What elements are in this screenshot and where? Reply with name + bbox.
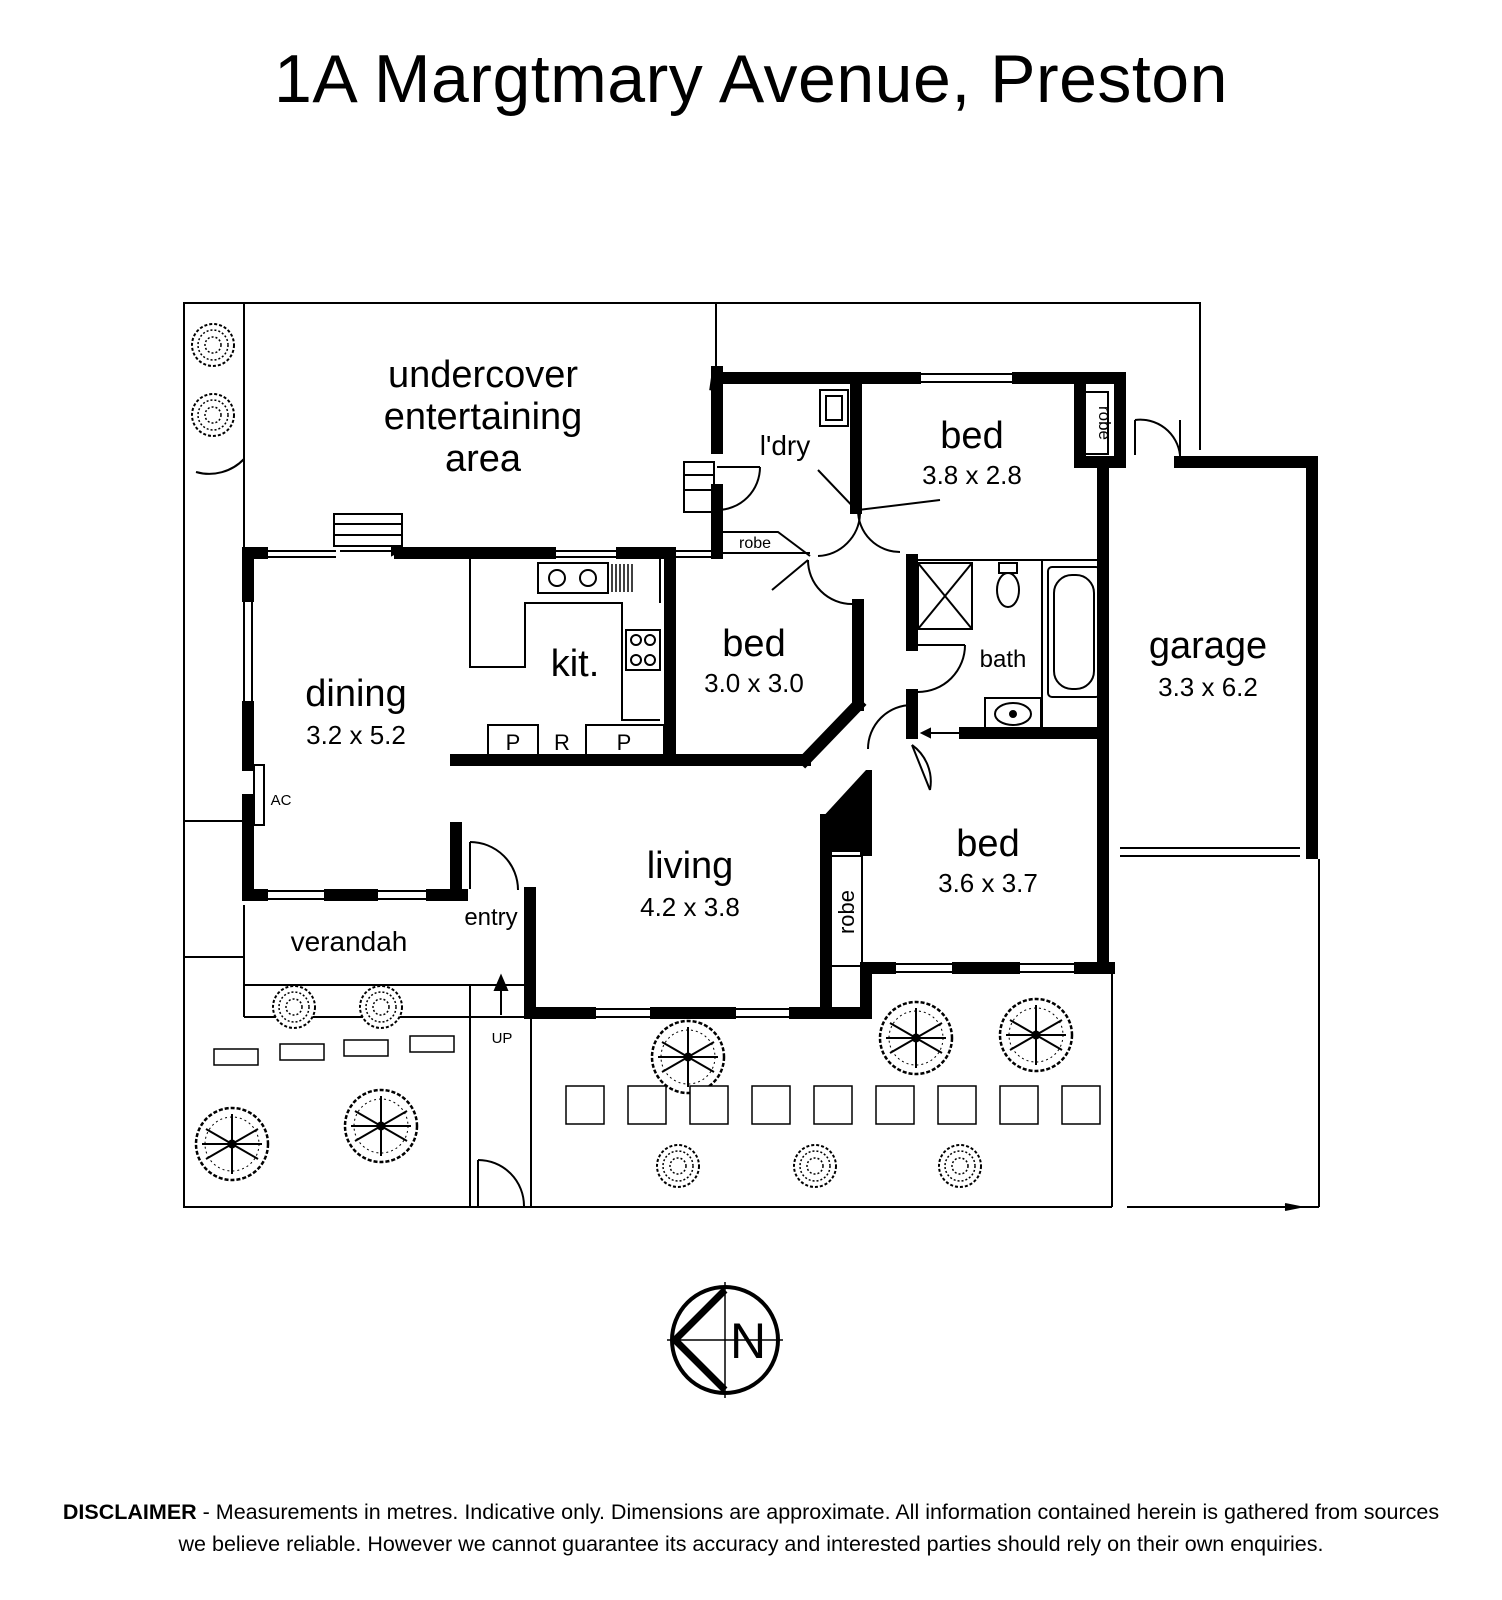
bed3-dims: 3.6 x 3.7 bbox=[938, 868, 1038, 898]
compass-label: N bbox=[730, 1313, 766, 1369]
disclaimer-heading: DISCLAIMER bbox=[62, 1500, 197, 1524]
living-label: living bbox=[647, 845, 734, 887]
garage-label: garage bbox=[1149, 625, 1267, 667]
laundry-label: l'dry bbox=[760, 430, 810, 461]
walls bbox=[242, 366, 1318, 1019]
bed1-dims: 3.8 x 2.8 bbox=[922, 460, 1022, 490]
north-compass-icon: N bbox=[667, 1282, 783, 1398]
robe-bed1-label: robe bbox=[1095, 406, 1114, 440]
robe-wall-wedge bbox=[820, 770, 872, 852]
site-boundary bbox=[183, 302, 1320, 1211]
plan-title: 1A Margtmary Avenue, Preston bbox=[274, 41, 1228, 117]
robe-hall-label: robe bbox=[739, 535, 771, 552]
pantry-left-label: P bbox=[506, 730, 521, 755]
dining-label: dining bbox=[305, 673, 406, 715]
bed2-dims: 3.0 x 3.0 bbox=[704, 668, 804, 698]
undercover-label-1: undercover bbox=[388, 354, 578, 396]
disclaimer-text: - Measurements in metres. Indicative onl… bbox=[178, 1500, 1440, 1556]
garage-dims: 3.3 x 6.2 bbox=[1158, 672, 1258, 702]
bath-label: bath bbox=[980, 646, 1027, 673]
room-labels: undercover entertaining area l'dry bed 3… bbox=[271, 354, 1268, 1047]
robe-bed3-label: robe bbox=[834, 890, 859, 934]
fridge-label: R bbox=[554, 730, 570, 755]
dining-dims: 3.2 x 5.2 bbox=[306, 720, 406, 750]
undercover-label-3: area bbox=[445, 438, 522, 480]
ac-label: AC bbox=[271, 792, 292, 809]
entry-label: entry bbox=[464, 904, 517, 931]
interior-details bbox=[243, 373, 1300, 1207]
bed1-label: bed bbox=[940, 415, 1003, 457]
up-label: UP bbox=[492, 1030, 513, 1047]
bed2-label: bed bbox=[722, 623, 785, 665]
living-dims: 4.2 x 3.8 bbox=[640, 892, 740, 922]
landscaping bbox=[191, 323, 1101, 1188]
bed3-label: bed bbox=[956, 823, 1019, 865]
pantry-right-label: P bbox=[617, 730, 632, 755]
kitchen-label: kit. bbox=[551, 643, 600, 685]
disclaimer: DISCLAIMER - Measurements in metres. Ind… bbox=[60, 1496, 1442, 1560]
undercover-label-2: entertaining bbox=[384, 396, 583, 438]
verandah-label: verandah bbox=[291, 926, 408, 957]
